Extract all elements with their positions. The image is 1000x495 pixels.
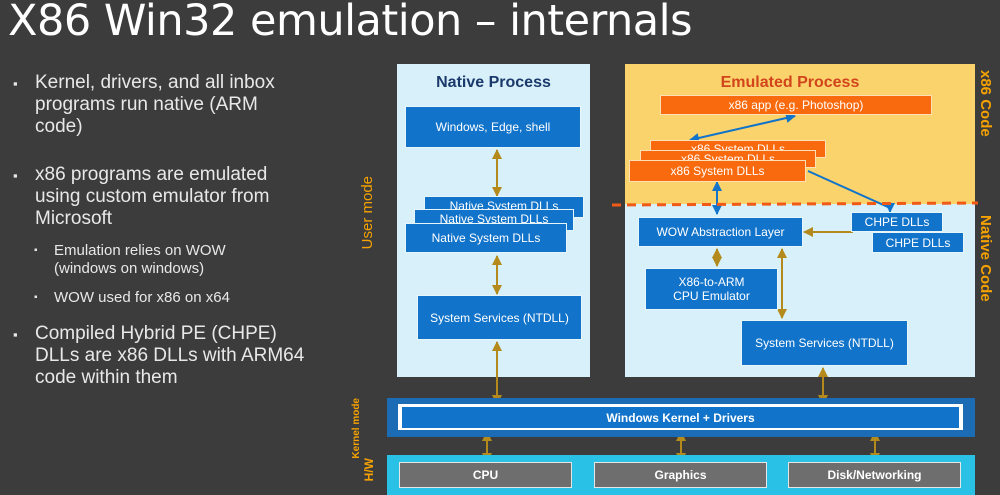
bullet-chpe: ▪ Compiled Hybrid PE (CHPE) DLLs are x86… xyxy=(13,323,320,389)
windows-kernel-drivers-box: Windows Kernel + Drivers xyxy=(402,407,959,428)
bullet-marker: ▪ xyxy=(13,168,18,183)
slide-title: X86 Win32 emulation – internals xyxy=(8,0,693,46)
x86-system-dlls-box: x86 System DLLs xyxy=(629,160,806,182)
chpe-dlls-box: CHPE DLLs xyxy=(872,232,964,253)
bullet-kernel-native: ▪ Kernel, drivers, and all inbox program… xyxy=(13,72,295,138)
native-system-dlls-box: Native System DLLs xyxy=(405,223,567,253)
arrow-x86-dlls-to-chpe xyxy=(807,170,895,213)
disk-networking-box: Disk/Networking xyxy=(788,462,961,488)
cpu-emulator-box: X86-to-ARM CPU Emulator xyxy=(645,268,778,310)
cpu-box: CPU xyxy=(399,462,572,488)
bullet-text: WOW used for x86 on x64 xyxy=(54,289,230,306)
bullet-text: Emulation relies on WOW (windows on wind… xyxy=(54,242,226,277)
bullet-text: Compiled Hybrid PE (CHPE) DLLs are x86 D… xyxy=(35,323,305,388)
cpu-emulator-line2: CPU Emulator xyxy=(673,289,750,303)
wow-abstraction-layer-box: WOW Abstraction Layer xyxy=(638,217,803,247)
bullet-marker: ▪ xyxy=(13,327,18,342)
bullet-x86-emulated: ▪ x86 programs are emulated using custom… xyxy=(13,164,305,230)
native-process-title: Native Process xyxy=(436,74,551,91)
native-code-label: Native Code xyxy=(977,215,994,302)
sub-bullet-wow: ▪ Emulation relies on WOW (windows on wi… xyxy=(34,242,254,278)
windows-edge-shell-box: Windows, Edge, shell xyxy=(405,106,581,148)
bullet-marker: ▪ xyxy=(13,76,18,91)
bullet-text: Kernel, drivers, and all inbox programs … xyxy=(35,72,275,137)
x86-app-box: x86 app (e.g. Photoshop) xyxy=(660,95,932,115)
bullet-text: x86 programs are emulated using custom e… xyxy=(35,164,270,229)
bullet-marker: ▪ xyxy=(34,292,38,303)
emulated-process-title: Emulated Process xyxy=(720,74,860,91)
graphics-box: Graphics xyxy=(594,462,767,488)
native-system-services-box: System Services (NTDLL) xyxy=(417,295,582,340)
bullet-marker: ▪ xyxy=(34,245,38,256)
emulated-system-services-box: System Services (NTDLL) xyxy=(741,320,908,366)
x86-code-label: x86 Code xyxy=(977,70,994,137)
sub-bullet-wow-x64: ▪ WOW used for x86 on x64 xyxy=(34,289,284,307)
cpu-emulator-line1: X86-to-ARM xyxy=(678,275,745,289)
x86-native-boundary xyxy=(611,201,979,207)
chpe-dlls-box-back: CHPE DLLs xyxy=(851,212,943,232)
arrow-app-to-x86-dlls xyxy=(689,113,796,143)
